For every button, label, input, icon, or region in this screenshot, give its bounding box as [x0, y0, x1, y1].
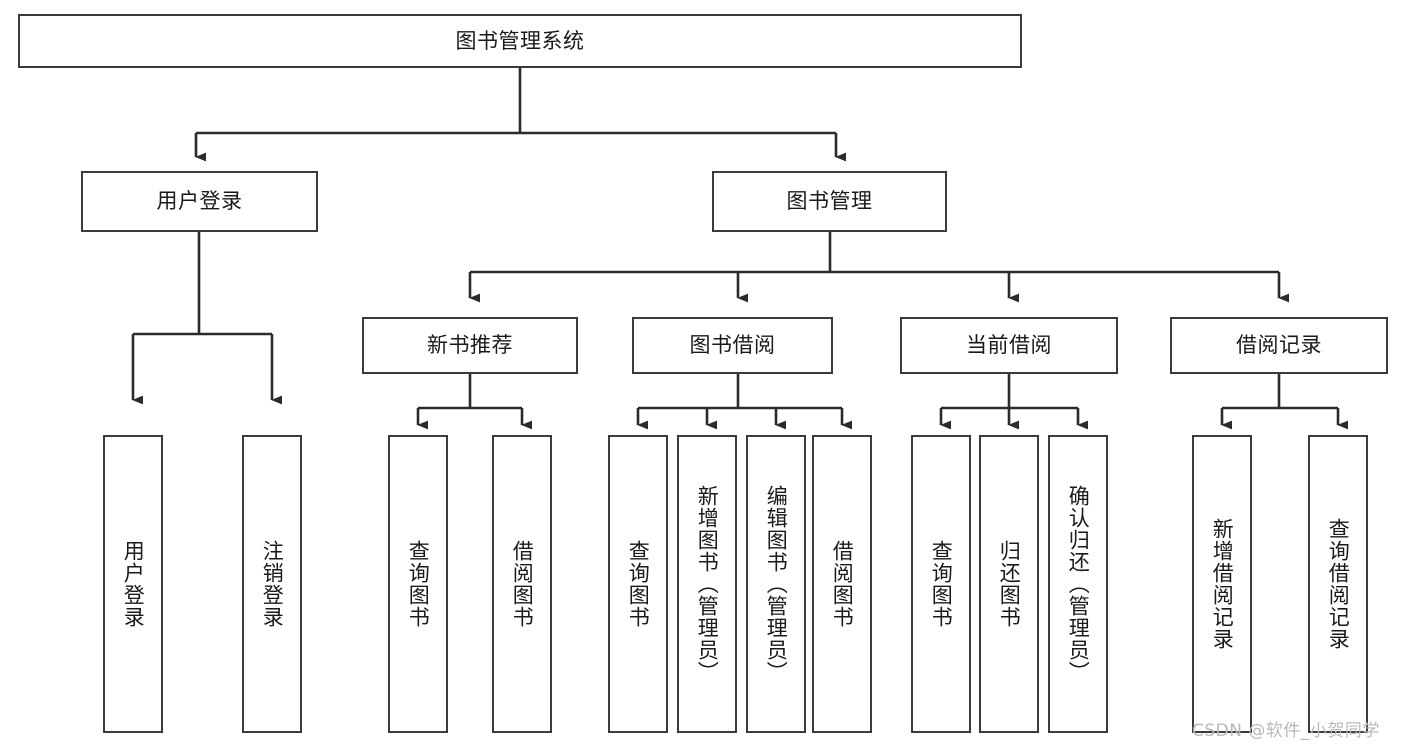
node-leaf-add-borrow-record[interactable]: 新增借阅记录	[1192, 435, 1252, 733]
edge-book-mgmt-to-level3	[468, 232, 1290, 303]
edge-user-login-to-leaves	[131, 232, 283, 405]
edge-book-borrow-to-leaves	[636, 374, 853, 430]
node-leaf-add-borrow-record-label: 新增借阅记录	[1210, 518, 1235, 650]
node-borrow-record-label: 借阅记录	[1236, 333, 1322, 358]
node-leaf-borrow-query-book-label: 查询图书	[626, 540, 651, 628]
node-leaf-query-borrow-record[interactable]: 查询借阅记录	[1308, 435, 1368, 733]
node-leaf-current-query-book[interactable]: 查询图书	[911, 435, 971, 733]
node-leaf-recommend-query-book[interactable]: 查询图书	[388, 435, 448, 733]
node-leaf-edit-book-admin-label: 编辑图书（管理员）	[764, 485, 789, 683]
node-leaf-borrow-book[interactable]: 借阅图书	[812, 435, 872, 733]
node-user-login-label: 用户登录	[156, 189, 243, 214]
node-new-book-recommend-label: 新书推荐	[427, 333, 513, 358]
node-leaf-recommend-query-book-label: 查询图书	[406, 540, 431, 628]
node-leaf-add-book-admin-label: 新增图书（管理员）	[695, 485, 720, 683]
node-leaf-confirm-return-admin[interactable]: 确认归还（管理员）	[1048, 435, 1108, 733]
node-leaf-recommend-borrow-book[interactable]: 借阅图书	[492, 435, 552, 733]
edge-new-book-to-leaves	[416, 374, 533, 430]
node-book-management[interactable]: 图书管理	[712, 171, 947, 232]
node-leaf-return-book[interactable]: 归还图书	[979, 435, 1039, 733]
node-leaf-recommend-borrow-book-label: 借阅图书	[510, 540, 535, 628]
node-leaf-edit-book-admin[interactable]: 编辑图书（管理员）	[746, 435, 806, 733]
node-leaf-confirm-return-admin-label: 确认归还（管理员）	[1066, 485, 1091, 683]
node-leaf-return-book-label: 归还图书	[997, 540, 1022, 628]
node-current-borrow[interactable]: 当前借阅	[900, 317, 1118, 374]
edge-current-borrow-to-leaves	[939, 374, 1089, 430]
node-current-borrow-label: 当前借阅	[966, 333, 1052, 358]
watermark-csdn: CSDN @软件_小贺同学	[1192, 721, 1380, 741]
node-leaf-borrow-book-label: 借阅图书	[830, 540, 855, 628]
node-root-system[interactable]: 图书管理系统	[18, 14, 1022, 68]
node-user-login[interactable]: 用户登录	[81, 171, 318, 232]
node-new-book-recommend[interactable]: 新书推荐	[362, 317, 578, 374]
node-book-borrow[interactable]: 图书借阅	[632, 317, 833, 374]
node-leaf-add-book-admin[interactable]: 新增图书（管理员）	[677, 435, 737, 733]
node-leaf-query-borrow-record-label: 查询借阅记录	[1326, 518, 1351, 650]
node-leaf-logout[interactable]: 注销登录	[242, 435, 302, 733]
node-leaf-borrow-query-book[interactable]: 查询图书	[608, 435, 668, 733]
node-root-system-label: 图书管理系统	[455, 28, 585, 53]
edge-root-to-level2	[194, 68, 847, 162]
node-leaf-logout-label: 注销登录	[260, 540, 285, 628]
node-book-management-label: 图书管理	[786, 189, 873, 214]
node-leaf-current-query-book-label: 查询图书	[929, 540, 954, 628]
node-borrow-record[interactable]: 借阅记录	[1170, 317, 1388, 374]
node-leaf-user-login-label: 用户登录	[121, 540, 146, 628]
edge-borrow-record-to-leaves	[1220, 374, 1349, 430]
node-book-borrow-label: 图书借阅	[689, 333, 776, 358]
node-leaf-user-login[interactable]: 用户登录	[103, 435, 163, 733]
